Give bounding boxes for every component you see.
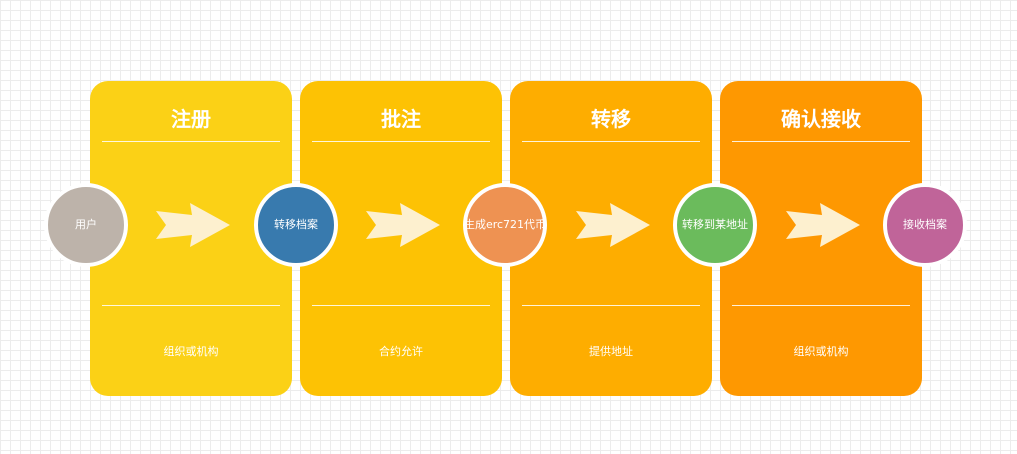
arrow-right-icon — [156, 203, 230, 247]
stage-title: 批注 — [381, 107, 421, 131]
stage-title: 确认接收 — [781, 107, 861, 131]
node-user: 用户 — [44, 183, 128, 267]
divider — [312, 305, 490, 306]
divider — [522, 141, 700, 142]
arrow-right-icon — [366, 203, 440, 247]
divider — [102, 305, 280, 306]
stage-footer: 合约允许 — [379, 345, 423, 358]
divider — [312, 141, 490, 142]
arrow-right-icon — [786, 203, 860, 247]
divider — [732, 305, 910, 306]
divider — [732, 141, 910, 142]
stage-footer: 组织或机构 — [793, 345, 849, 358]
node-generate-token: 生成erc721代币 — [463, 183, 547, 267]
stage-footer: 组织或机构 — [163, 345, 219, 358]
node-receive-archive: 接收档案 — [883, 183, 967, 267]
stage-footer: 提供地址 — [589, 345, 633, 358]
stage-title: 转移 — [591, 107, 631, 131]
divider — [102, 141, 280, 142]
arrow-right-icon — [576, 203, 650, 247]
divider — [522, 305, 700, 306]
stage-title: 注册 — [171, 107, 211, 131]
node-transfer-archive: 转移档案 — [254, 183, 338, 267]
node-transfer-address: 转移到某地址 — [673, 183, 757, 267]
